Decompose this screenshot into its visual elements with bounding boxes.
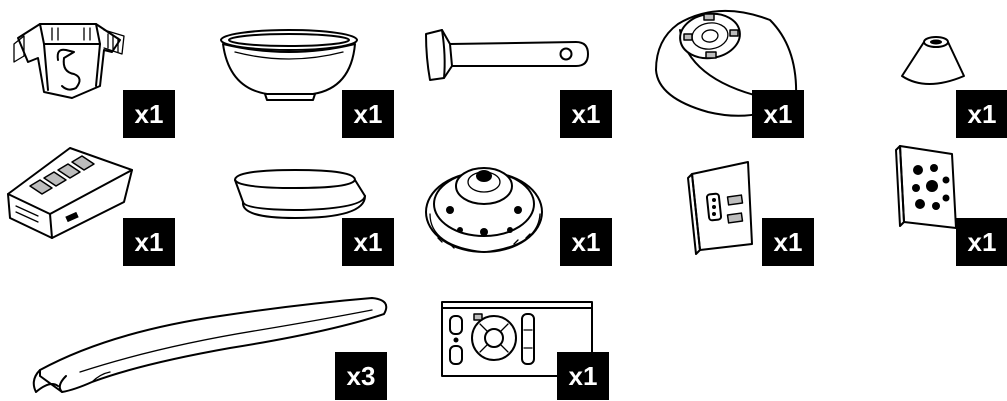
motor-icon <box>420 140 580 265</box>
quantity-badge: x1 <box>956 218 1007 266</box>
wall-plate: x1 <box>648 140 828 265</box>
screw-pack: x1 <box>880 140 1007 265</box>
quantity-badge: x1 <box>342 90 394 138</box>
trim-ring: x1 <box>215 140 395 265</box>
downrod: x1 <box>420 0 620 140</box>
mounting-bracket-icon <box>0 0 130 110</box>
receiver-module: x1 <box>0 140 190 265</box>
quantity-badge: x1 <box>956 90 1007 138</box>
canopy-cover: x1 <box>880 0 1007 140</box>
quantity-badge: x1 <box>762 218 814 266</box>
quantity-badge: x1 <box>752 90 804 138</box>
quantity-badge: x1 <box>557 352 609 400</box>
motor: x1 <box>420 140 620 265</box>
quantity-badge: x1 <box>560 90 612 138</box>
fan-blade: x3 <box>0 270 400 401</box>
quantity-badge: x1 <box>342 218 394 266</box>
quantity-badge: x1 <box>123 218 175 266</box>
mounting-bracket: x1 <box>0 0 190 140</box>
quantity-badge: x1 <box>560 218 612 266</box>
canopy-bowl: x1 <box>215 0 395 140</box>
wall-plate-icon <box>648 140 768 265</box>
quantity-badge: x1 <box>123 90 175 138</box>
downrod-icon <box>420 0 600 100</box>
remote-control: x1 <box>440 290 620 401</box>
motor-housing: x1 <box>648 0 828 140</box>
canopy-cover-icon <box>880 0 980 100</box>
quantity-badge: x3 <box>335 352 387 400</box>
